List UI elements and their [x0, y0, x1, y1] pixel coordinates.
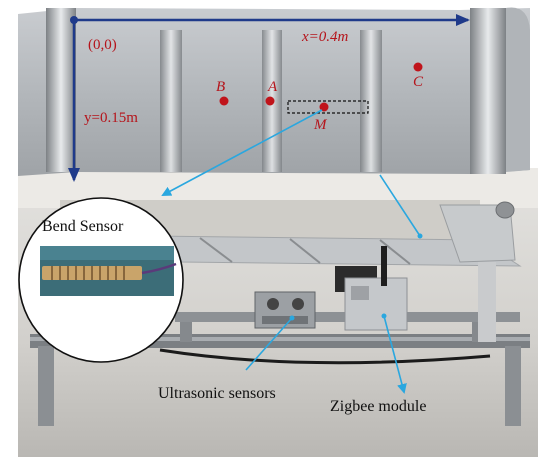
point-b-marker [219, 96, 229, 106]
lab-photo [18, 168, 538, 457]
measurement-points [219, 62, 423, 114]
corrugated-sheet-photo [18, 7, 530, 176]
zigbee-module-box [335, 246, 408, 331]
arrow-sheet-to-rig [379, 174, 421, 237]
origin-dot [70, 16, 78, 24]
x-extent-label: x=0.4m [302, 29, 349, 45]
arrow-m-to-bend-sensor [161, 109, 323, 196]
point-m-label: M [314, 117, 327, 133]
sheet-on-rig [148, 201, 522, 267]
bend-sensor-inset [18, 197, 184, 363]
arrow-zigbee [383, 315, 407, 394]
arrow-ultrasonic [245, 317, 293, 371]
point-m-marker [319, 102, 329, 112]
ultrasonic-sensors-label: Ultrasonic sensors [158, 385, 276, 402]
point-a-label: A [268, 79, 278, 95]
ultrasonic-sensor-carriage [254, 291, 316, 329]
point-b-label: B [216, 79, 226, 95]
bend-sensor-label: Bend Sensor [42, 218, 124, 235]
point-a-marker [265, 96, 275, 106]
callout-arrows [161, 109, 423, 394]
test-rig-frame [30, 312, 530, 426]
bend-sensor-footprint [287, 100, 369, 114]
zigbee-module-label: Zigbee module [330, 398, 427, 415]
point-c-label: C [413, 74, 424, 90]
y-extent-label: y=0.15m [84, 110, 138, 126]
coordinate-axes [68, 14, 470, 182]
origin-label: (0,0) [88, 37, 117, 53]
point-c-marker [413, 62, 423, 72]
